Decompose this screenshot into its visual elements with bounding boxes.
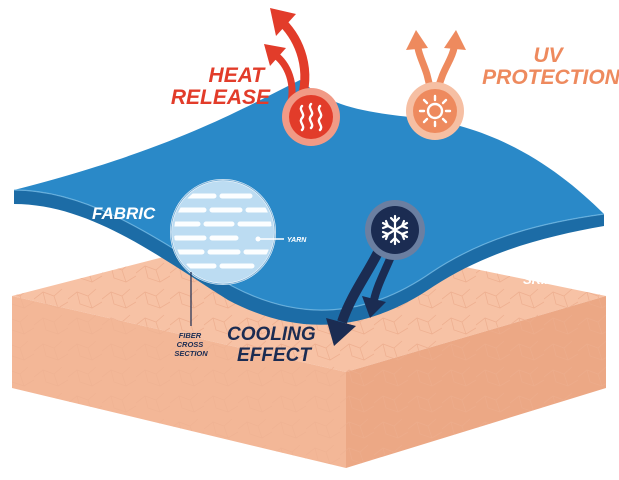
fiber-line2: CROSS xyxy=(177,340,204,349)
snowflake-icon xyxy=(381,214,409,246)
fabric-top-face xyxy=(14,80,604,311)
fabric-underside xyxy=(14,190,604,325)
skin-label: SKIN xyxy=(523,272,555,287)
uv-protection-group xyxy=(406,30,466,140)
heat-release-line1: HEAT xyxy=(209,64,267,87)
cooling-line1: COOLING xyxy=(227,324,316,345)
heat-waves-icon xyxy=(299,102,323,132)
uv-line2: PROTECTION xyxy=(482,66,619,89)
heat-release-line2: RELEASE xyxy=(171,86,271,109)
uv-line1: UV xyxy=(533,44,564,67)
fiber-line1: FIBER xyxy=(179,331,202,340)
cooling-line2: EFFECT xyxy=(237,345,312,366)
fiber-cross-section xyxy=(170,179,284,326)
yarn-label: YARN xyxy=(287,237,307,244)
cooling-effect-group xyxy=(326,200,425,346)
heat-release-label: HEAT RELEASE xyxy=(171,64,271,109)
fabric-sheet xyxy=(13,80,605,325)
uv-protection-label: UV PROTECTION xyxy=(482,44,619,89)
cooling-effect-label: COOLING EFFECT xyxy=(227,324,321,366)
sun-icon xyxy=(418,94,452,128)
fiber-cross-section-label: FIBER CROSS SECTION xyxy=(174,331,208,358)
fiber-line3: SECTION xyxy=(174,349,208,358)
heat-release-group xyxy=(264,8,340,146)
fabric-label: FABRIC xyxy=(92,204,156,223)
